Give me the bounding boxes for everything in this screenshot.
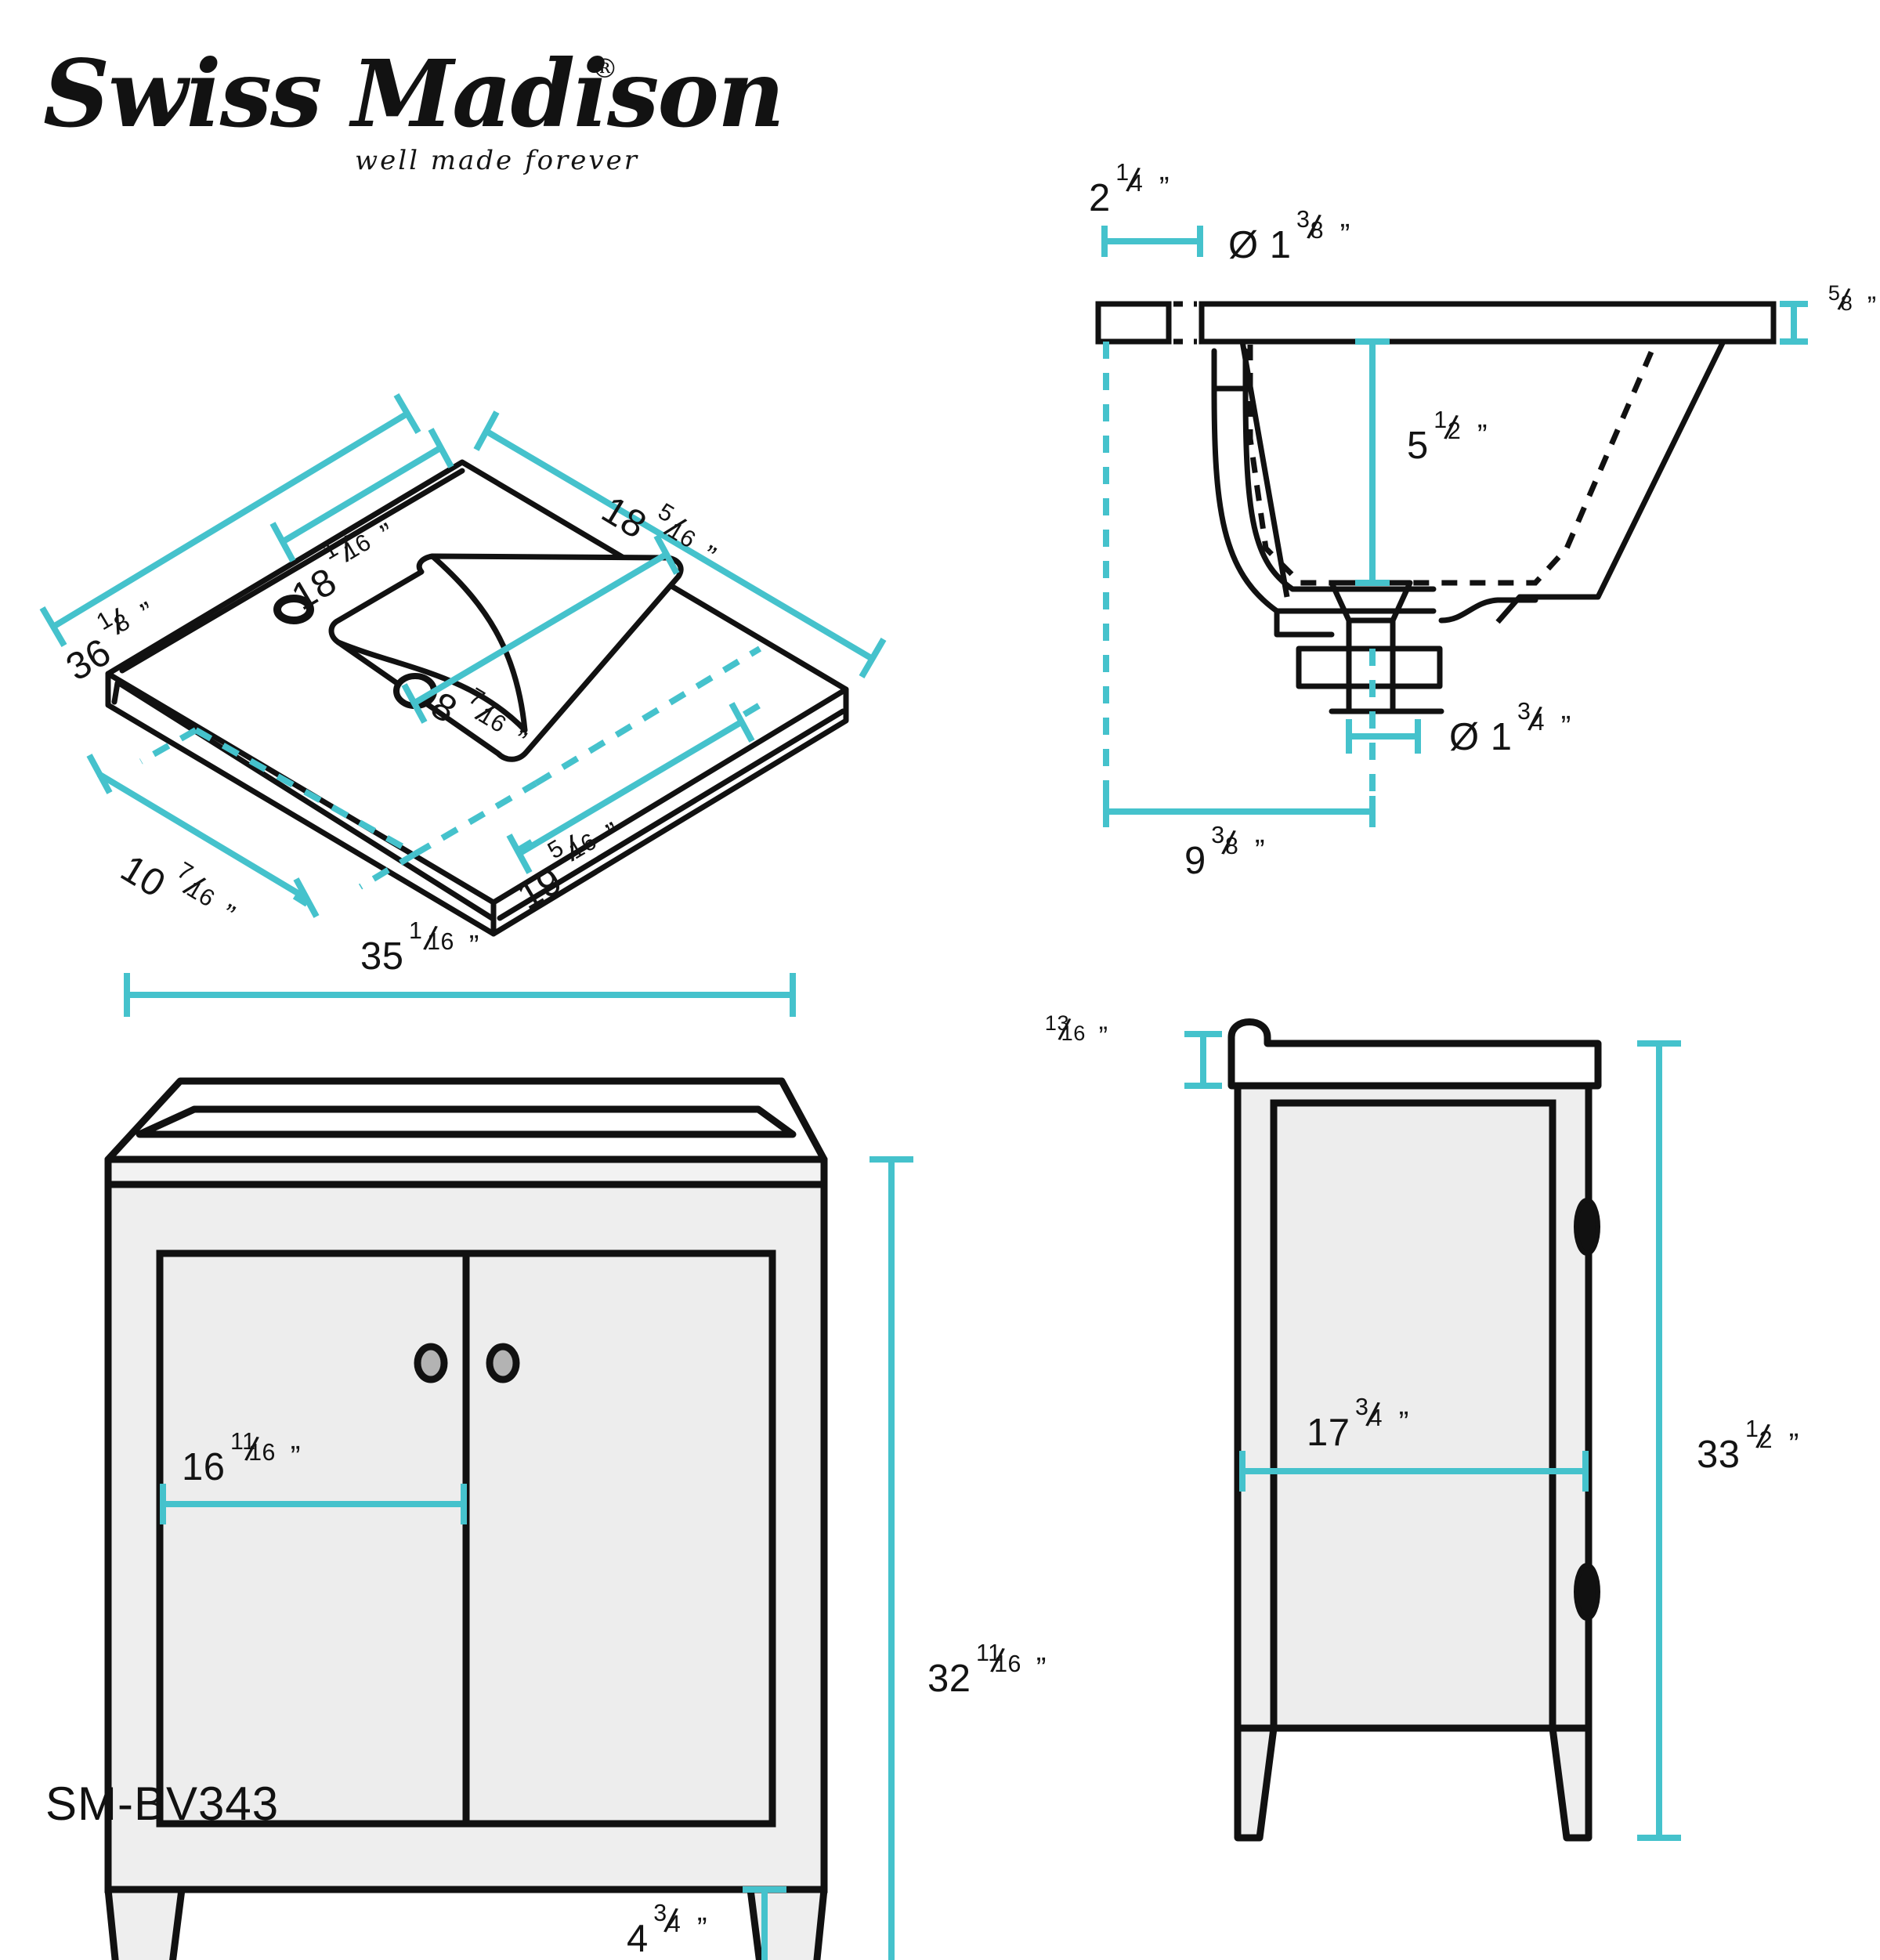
cabinet-side-body <box>1234 1082 1593 1732</box>
sink-section-drawing <box>1095 226 1808 827</box>
door-width-dimension <box>160 1484 467 1524</box>
countertop <box>104 1077 828 1163</box>
basin-section-outline <box>1239 340 1726 624</box>
drawing-sheet: Swiss Madison ® well made forever <box>39 31 1880 1960</box>
brand-logo: Swiss Madison ® well made forever <box>43 31 785 176</box>
countertop-thickness-dimension <box>1184 1031 1222 1089</box>
front-elevation-drawing <box>104 973 913 1960</box>
isometric-sink-drawing <box>39 392 887 937</box>
side-elevation-drawing <box>1184 1018 1681 1842</box>
iso-dimension-lines <box>39 392 887 918</box>
door-knob-left[interactable] <box>414 1343 448 1383</box>
brand-name: Swiss Madison <box>43 39 785 148</box>
brand-tagline: well made forever <box>355 145 639 176</box>
overall-height-dimension <box>1637 1040 1681 1841</box>
faucet-hole-icon <box>273 595 314 624</box>
hinge-top <box>1574 1198 1600 1256</box>
basin-inner-curve <box>335 553 528 733</box>
break-line <box>1173 301 1197 345</box>
hinge-bottom <box>1574 1563 1600 1621</box>
cabinet-doors <box>156 1249 776 1828</box>
section-dimension-lines <box>1101 226 1808 827</box>
countertop-profile <box>1227 1018 1602 1090</box>
cabinet-depth-dimension <box>1239 1451 1589 1492</box>
cabinet-side-legs <box>1234 1724 1593 1842</box>
basin-inner-profile <box>1247 343 1658 586</box>
section-extension-lines <box>1103 342 1376 812</box>
iso-projection-lines <box>139 645 762 907</box>
model-number: SM-BV343 <box>45 1777 280 1830</box>
dim-5-8: 5/8” <box>1828 280 1877 322</box>
cabinet-legs <box>104 1886 828 1960</box>
cabinet-height-dimension <box>870 1156 913 1960</box>
deck-slab <box>1198 301 1777 345</box>
deck-stub <box>1095 301 1172 345</box>
registered-trademark-icon: ® <box>591 53 618 85</box>
front-width-dimension <box>124 973 796 1017</box>
countertop-front-band <box>104 1155 828 1188</box>
door-knob-right[interactable] <box>486 1343 520 1383</box>
dim-13-16: 13/16” <box>1044 1011 1108 1052</box>
